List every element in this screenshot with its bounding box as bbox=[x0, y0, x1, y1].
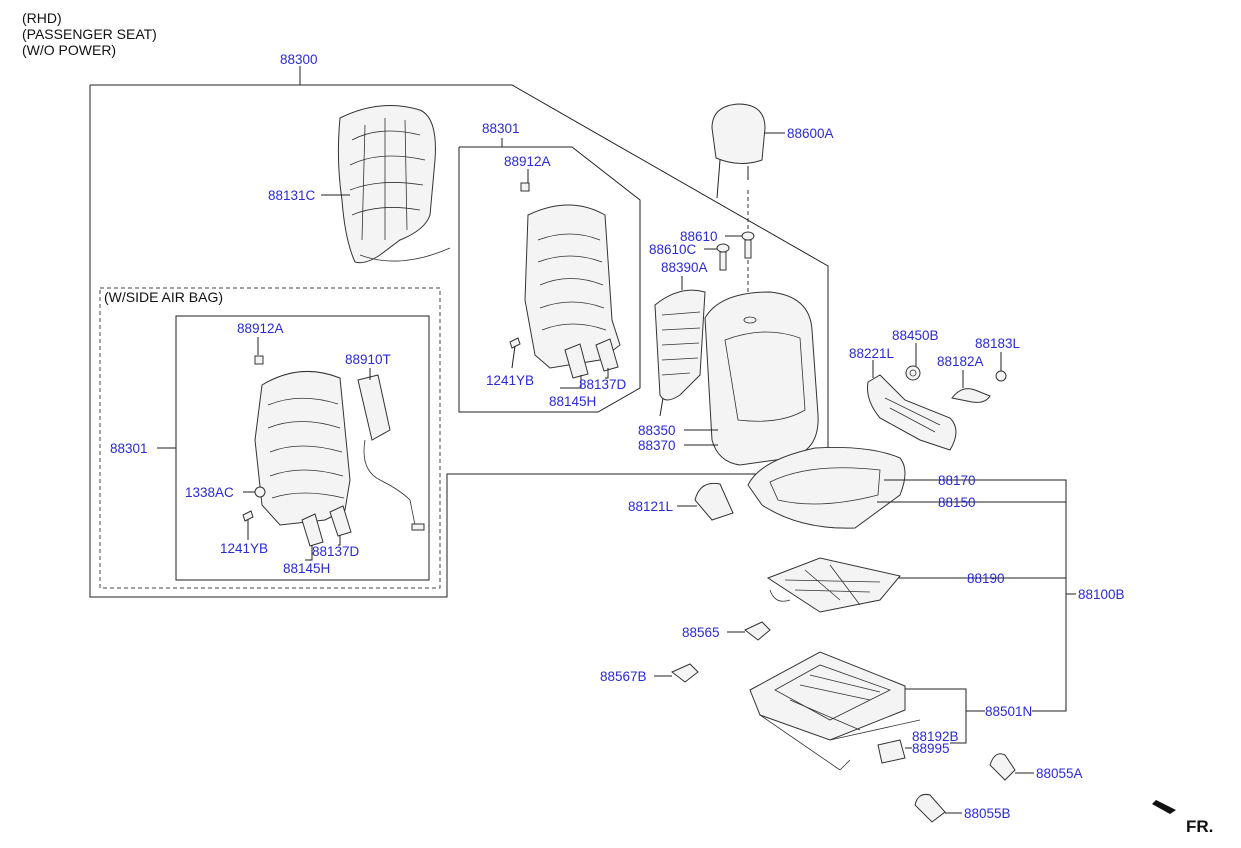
label-88300[interactable]: 88300 bbox=[280, 52, 318, 67]
label-88137D-top[interactable]: 88137D bbox=[579, 377, 627, 392]
leader-88145H-top-a bbox=[560, 375, 582, 389]
label-88450B[interactable]: 88450B bbox=[892, 328, 939, 343]
headrest-guide-icon bbox=[716, 231, 755, 271]
header-passenger-seat: (PASSENGER SEAT) bbox=[22, 26, 157, 42]
label-1338AC[interactable]: 1338AC bbox=[185, 485, 234, 500]
side-airbag-module-icon bbox=[357, 374, 425, 531]
label-1241YB-top[interactable]: 1241YB bbox=[486, 373, 534, 388]
label-88192B[interactable]: 88192B bbox=[912, 729, 959, 744]
label-88610C[interactable]: 88610C bbox=[649, 242, 697, 257]
header-without-power: (W/O POWER) bbox=[22, 42, 117, 58]
label-side-airbag-group: (W/SIDE AIR BAG) bbox=[104, 289, 223, 305]
label-88350[interactable]: 88350 bbox=[638, 423, 676, 438]
label-88910T[interactable]: 88910T bbox=[345, 352, 391, 367]
label-88610[interactable]: 88610 bbox=[680, 229, 718, 244]
cushion-frame-icon bbox=[749, 651, 921, 771]
label-88131C[interactable]: 88131C bbox=[268, 188, 316, 203]
headrest-icon bbox=[711, 103, 766, 199]
side-airbag-group-outline bbox=[99, 287, 441, 589]
frame-88301-top-box bbox=[458, 146, 641, 413]
label-88370[interactable]: 88370 bbox=[638, 438, 676, 453]
label-88100B[interactable]: 88100B bbox=[1078, 587, 1125, 602]
cover-88055A-icon bbox=[989, 753, 1016, 781]
label-88145H-air[interactable]: 88145H bbox=[283, 561, 330, 576]
label-88183L[interactable]: 88183L bbox=[975, 336, 1021, 351]
seat-back-frame-airbag-icon bbox=[242, 355, 352, 547]
clip-88565-icon bbox=[744, 621, 771, 641]
control-module-icon bbox=[877, 739, 906, 764]
label-88567B[interactable]: 88567B bbox=[600, 669, 647, 684]
back-panel-icon bbox=[654, 289, 706, 417]
recliner-knob-icon bbox=[905, 365, 1007, 403]
side-shield-icon bbox=[694, 482, 734, 521]
front-direction-label: FR. bbox=[1186, 817, 1213, 836]
seat-back-pad-icon bbox=[337, 105, 451, 264]
side-cover-icon bbox=[867, 374, 957, 451]
label-88912A-air[interactable]: 88912A bbox=[237, 321, 284, 336]
label-88501N[interactable]: 88501N bbox=[985, 704, 1032, 719]
label-88390A[interactable]: 88390A bbox=[661, 260, 708, 275]
label-88600A[interactable]: 88600A bbox=[787, 126, 834, 141]
bracket-88100B bbox=[905, 479, 1067, 712]
cushion-pad-icon bbox=[766, 557, 901, 613]
label-88301-air[interactable]: 88301 bbox=[110, 441, 148, 456]
leader-88145H-air bbox=[305, 545, 313, 561]
leader-88137D-top-a bbox=[605, 368, 609, 379]
label-88912A-top[interactable]: 88912A bbox=[504, 154, 551, 169]
label-88145H-top[interactable]: 88145H bbox=[549, 394, 596, 409]
clip-88567B-icon bbox=[671, 663, 699, 683]
label-88995[interactable]: 88995 bbox=[912, 741, 950, 756]
label-88150[interactable]: 88150 bbox=[938, 495, 976, 510]
leader-88137D-air bbox=[338, 535, 341, 546]
bracket-88501N bbox=[905, 688, 967, 744]
label-1241YB-air[interactable]: 1241YB bbox=[220, 541, 268, 556]
label-88137D-air[interactable]: 88137D bbox=[312, 544, 360, 559]
label-88565[interactable]: 88565 bbox=[682, 625, 720, 640]
label-88055A[interactable]: 88055A bbox=[1036, 766, 1083, 781]
label-88121L[interactable]: 88121L bbox=[628, 499, 674, 514]
label-88301-top[interactable]: 88301 bbox=[482, 121, 520, 136]
label-88190[interactable]: 88190 bbox=[967, 571, 1005, 586]
cover-88055B-icon bbox=[914, 794, 946, 823]
front-arrow-icon bbox=[1152, 800, 1176, 814]
label-88182A[interactable]: 88182A bbox=[937, 354, 984, 369]
label-88221L[interactable]: 88221L bbox=[849, 346, 895, 361]
header-rhd: (RHD) bbox=[22, 10, 62, 26]
label-88055B[interactable]: 88055B bbox=[964, 806, 1011, 821]
seat-back-frame-icon bbox=[509, 182, 621, 379]
assembly-88300-outline bbox=[89, 84, 829, 598]
label-88170[interactable]: 88170 bbox=[938, 473, 976, 488]
seat-back-cover-icon bbox=[704, 291, 819, 466]
cushion-cover-icon bbox=[747, 446, 906, 529]
